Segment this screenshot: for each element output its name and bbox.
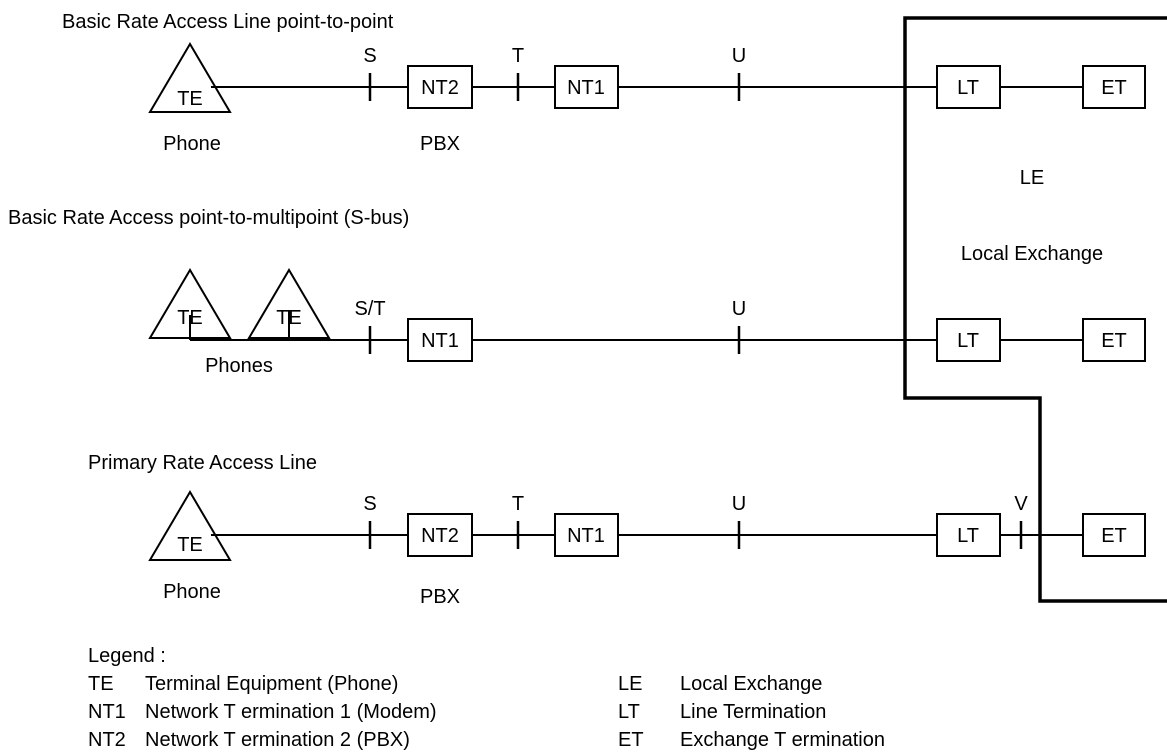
legend-desc-te: Terminal Equipment (Phone) <box>145 673 398 695</box>
legend-title: Legend : <box>88 645 166 667</box>
bra-multi-title: Basic Rate Access point-to-multipoint (S… <box>8 207 409 229</box>
et-label-3: ET <box>1101 525 1127 547</box>
ref-label-t-1: T <box>512 45 524 67</box>
nt1-box-2 <box>407 318 473 362</box>
lt-label-2: LT <box>957 330 979 352</box>
nt1-label-1: NT1 <box>567 77 605 99</box>
nt1-label-3: NT1 <box>567 525 605 547</box>
te-label-1: TE <box>177 88 203 110</box>
bra-ptp-title: Basic Rate Access Line point-to-point <box>62 11 394 33</box>
ref-label-s-1: S <box>363 45 376 67</box>
legend-abbr-nt2: NT2 <box>88 729 126 751</box>
ref-label-u-1: U <box>732 45 746 67</box>
lt-box-3 <box>936 513 1001 557</box>
legend-abbr-te: TE <box>88 673 114 695</box>
ref-label-v-3: V <box>1014 493 1028 515</box>
legend-abbr-lt: LT <box>618 701 640 723</box>
et-box-1 <box>1082 65 1146 109</box>
local-exchange-label: Local Exchange <box>961 243 1103 265</box>
legend-desc-le: Local Exchange <box>680 673 822 695</box>
nt2-label-1: NT2 <box>421 77 459 99</box>
legend-abbr-nt1: NT1 <box>88 701 126 723</box>
legend-desc-nt2: Network T ermination 2 (PBX) <box>145 729 410 751</box>
phone-label-3: Phone <box>163 581 221 603</box>
phones-label: Phones <box>205 355 273 377</box>
te-phone-3 <box>148 490 232 561</box>
legend-desc-nt1: Network T ermination 1 (Modem) <box>145 701 437 723</box>
lt-box-1 <box>936 65 1001 109</box>
pbx-label-3: PBX <box>420 586 460 608</box>
le-label: LE <box>1020 167 1044 189</box>
legend-desc-lt: Line Termination <box>680 701 826 723</box>
ref-label-u-2: U <box>732 298 746 320</box>
et-box-3 <box>1082 513 1146 557</box>
legend-desc-et: Exchange T ermination <box>680 729 885 751</box>
nt1-label-2: NT1 <box>421 330 459 352</box>
lt-label-1: LT <box>957 77 979 99</box>
pra-title: Primary Rate Access Line <box>88 452 317 474</box>
ref-label-t-3: T <box>512 493 524 515</box>
nt1-box-3 <box>554 513 619 557</box>
te-label-3: TE <box>177 534 203 556</box>
local-exchange-boundary <box>903 16 1167 603</box>
te-phone-1 <box>148 42 232 113</box>
phone-label-1: Phone <box>163 133 221 155</box>
pbx-label-1: PBX <box>420 133 460 155</box>
ref-label-st-2: S/T <box>354 298 385 320</box>
legend-abbr-et: ET <box>618 729 644 751</box>
lt-label-3: LT <box>957 525 979 547</box>
legend-abbr-le: LE <box>618 673 642 695</box>
et-box-2 <box>1082 318 1146 362</box>
ref-label-u-3: U <box>732 493 746 515</box>
et-label-2: ET <box>1101 330 1127 352</box>
et-label-1: ET <box>1101 77 1127 99</box>
nt2-label-3: NT2 <box>421 525 459 547</box>
ref-label-s-3: S <box>363 493 376 515</box>
nt1-box-1 <box>554 65 619 109</box>
